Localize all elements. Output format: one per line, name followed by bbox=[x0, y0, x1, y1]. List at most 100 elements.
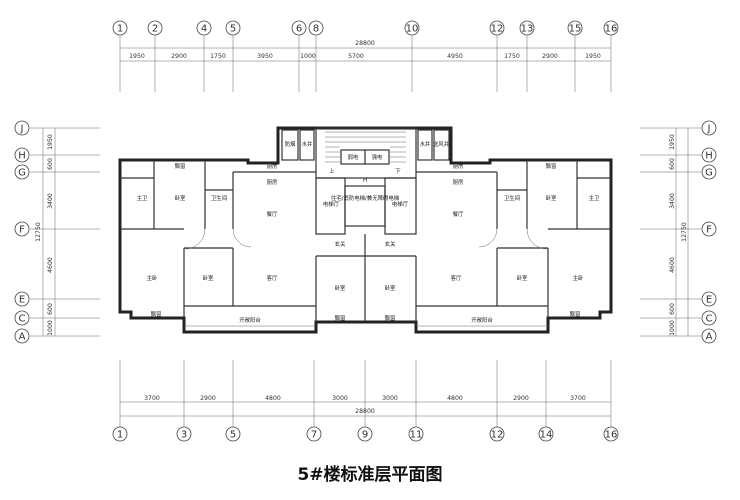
label-bay-right-3: 飘窗 bbox=[385, 314, 396, 322]
bottom-dim-5: 3000 bbox=[382, 395, 398, 402]
svg-text:H: H bbox=[705, 151, 713, 162]
top-dim-3: 1750 bbox=[210, 53, 226, 60]
label-bay-left-1: 飘窗 bbox=[175, 162, 186, 170]
left-axis-F: F bbox=[14, 221, 100, 237]
bottom-axis-ticks bbox=[119, 360, 612, 427]
right-axis-A: A bbox=[640, 328, 717, 344]
svg-text:C: C bbox=[706, 314, 713, 325]
svg-text:7: 7 bbox=[311, 430, 317, 441]
svg-text:C: C bbox=[19, 314, 26, 325]
bottom-axis-9: 9 bbox=[357, 426, 373, 442]
top-axis-15: 15 bbox=[567, 20, 583, 36]
svg-text:9: 9 bbox=[362, 430, 368, 441]
bottom-dim-7: 2900 bbox=[513, 395, 529, 402]
left-axis-group: J H G F E C A 1950 600 3400 4600 600 100… bbox=[14, 120, 100, 344]
svg-text:J: J bbox=[20, 124, 24, 135]
right-dim-5: 600 bbox=[669, 303, 676, 315]
label-dining-right: 餐厅 bbox=[453, 210, 464, 218]
left-dim-1: 1950 bbox=[47, 134, 54, 150]
shaft-right bbox=[433, 129, 450, 161]
svg-text:16: 16 bbox=[605, 430, 618, 441]
right-axis-G: G bbox=[640, 164, 717, 180]
top-axis-4: 4 bbox=[196, 20, 212, 36]
bottom-axis-12: 12 bbox=[489, 426, 505, 442]
top-axis-ticks bbox=[119, 35, 612, 92]
left-dim-4: 4600 bbox=[47, 257, 54, 273]
label-living-left: 客厅 bbox=[267, 274, 278, 282]
top-axis-6: 6 bbox=[291, 20, 307, 36]
label-bath-right: 卫生间 bbox=[504, 194, 520, 202]
bottom-dimension-group: 28800 3700 2900 4800 3000 3000 4800 2900… bbox=[112, 360, 619, 442]
right-axis-J: J bbox=[640, 120, 717, 136]
label-foyer-left: 玄关 bbox=[335, 240, 346, 248]
svg-text:14: 14 bbox=[540, 430, 553, 441]
right-unit: 主卫 飘窗 卧室 卫生间 厨房 厨房 餐厅 主卧 卧室 客厅 卧室 玄关 飘窗 … bbox=[364, 160, 611, 324]
label-hall-right: 电梯厅 bbox=[392, 200, 409, 208]
svg-text:J: J bbox=[707, 124, 711, 135]
svg-text:H: H bbox=[18, 151, 26, 162]
label-elevator-h: H bbox=[363, 178, 367, 184]
top-dim-6: 5700 bbox=[348, 53, 364, 60]
label-foyer-right: 玄关 bbox=[385, 240, 396, 248]
svg-text:2: 2 bbox=[152, 24, 158, 35]
left-axis-C: C bbox=[14, 310, 100, 326]
label-power: 强电 bbox=[372, 153, 383, 161]
svg-text:13: 13 bbox=[521, 24, 534, 35]
label-bedroom-right-3: 卧室 bbox=[385, 284, 396, 292]
label-kitchen-right: 厨房 bbox=[453, 162, 464, 170]
stair-core bbox=[315, 127, 417, 179]
label-bay-left-3: 飘窗 bbox=[335, 314, 346, 322]
svg-text:8: 8 bbox=[313, 24, 319, 35]
svg-text:3: 3 bbox=[181, 430, 187, 441]
building-plan: 弱电 强电 上 下 H 住宅/消防电梯/兼无障碍电梯 电梯厅 电梯厅 bbox=[118, 126, 613, 334]
label-well-left: 水井 bbox=[302, 140, 313, 148]
svg-text:1: 1 bbox=[117, 24, 123, 35]
label-well-right: 水井 bbox=[420, 140, 431, 148]
label-master-left: 主卧 bbox=[147, 274, 158, 282]
svg-text:A: A bbox=[706, 332, 713, 343]
bottom-dim-8: 3700 bbox=[570, 395, 586, 402]
left-axis-J: J bbox=[14, 120, 100, 136]
svg-text:5: 5 bbox=[230, 430, 236, 441]
top-dim-1: 1950 bbox=[129, 53, 145, 60]
bottom-dim-4: 3000 bbox=[332, 395, 348, 402]
top-dim-8: 1750 bbox=[504, 53, 520, 60]
label-balcony-right: 开敞阳台 bbox=[471, 316, 493, 324]
top-axis-5: 5 bbox=[225, 20, 241, 36]
top-dimension-group: 28800 1950 2900 1750 3950 1000 5700 4950… bbox=[112, 20, 619, 92]
top-axis-1: 1 bbox=[112, 20, 128, 36]
stair-treads bbox=[325, 131, 406, 163]
bottom-axis-14: 14 bbox=[538, 426, 554, 442]
left-unit: 主卫 飘窗 卧室 卫生间 厨房 厨房 餐厅 主卧 卧室 客厅 卧室 玄关 飘窗 … bbox=[120, 160, 365, 324]
label-main-bath-left: 主卫 bbox=[137, 194, 148, 202]
right-dim-6: 1000 bbox=[669, 320, 676, 336]
bottom-axis-7: 7 bbox=[306, 426, 322, 442]
left-total-dim: 12750 bbox=[35, 222, 42, 242]
bottom-axis-1: 1 bbox=[112, 426, 128, 442]
bottom-axis-3: 3 bbox=[176, 426, 192, 442]
left-axis-A: A bbox=[14, 328, 100, 344]
label-stair-up: 上 bbox=[329, 167, 335, 175]
top-axis-10: 10 bbox=[404, 20, 420, 36]
label-fire-left: 防烟 bbox=[285, 140, 296, 148]
left-elevator-hall bbox=[315, 177, 346, 235]
svg-text:G: G bbox=[18, 168, 26, 179]
label-bay-right-2: 飘窗 bbox=[570, 310, 581, 318]
left-dim-5: 600 bbox=[47, 303, 54, 315]
label-bedroom-right-1: 卧室 bbox=[546, 194, 557, 202]
label-kitchen-left-2: 厨房 bbox=[267, 178, 278, 186]
left-axis-E: E bbox=[14, 291, 100, 307]
left-dim-2: 600 bbox=[47, 158, 54, 170]
top-total-dim: 28800 bbox=[355, 40, 375, 47]
svg-text:12: 12 bbox=[491, 430, 504, 441]
right-axis-F: F bbox=[640, 221, 717, 237]
shaft-left bbox=[281, 129, 299, 161]
bottom-axis-5: 5 bbox=[225, 426, 241, 442]
bottom-axis-11: 11 bbox=[408, 426, 424, 442]
left-dim-6: 1000 bbox=[47, 320, 54, 336]
top-axis-12: 12 bbox=[489, 20, 505, 36]
right-dim-3: 3400 bbox=[669, 193, 676, 209]
right-axis-C: C bbox=[640, 310, 717, 326]
